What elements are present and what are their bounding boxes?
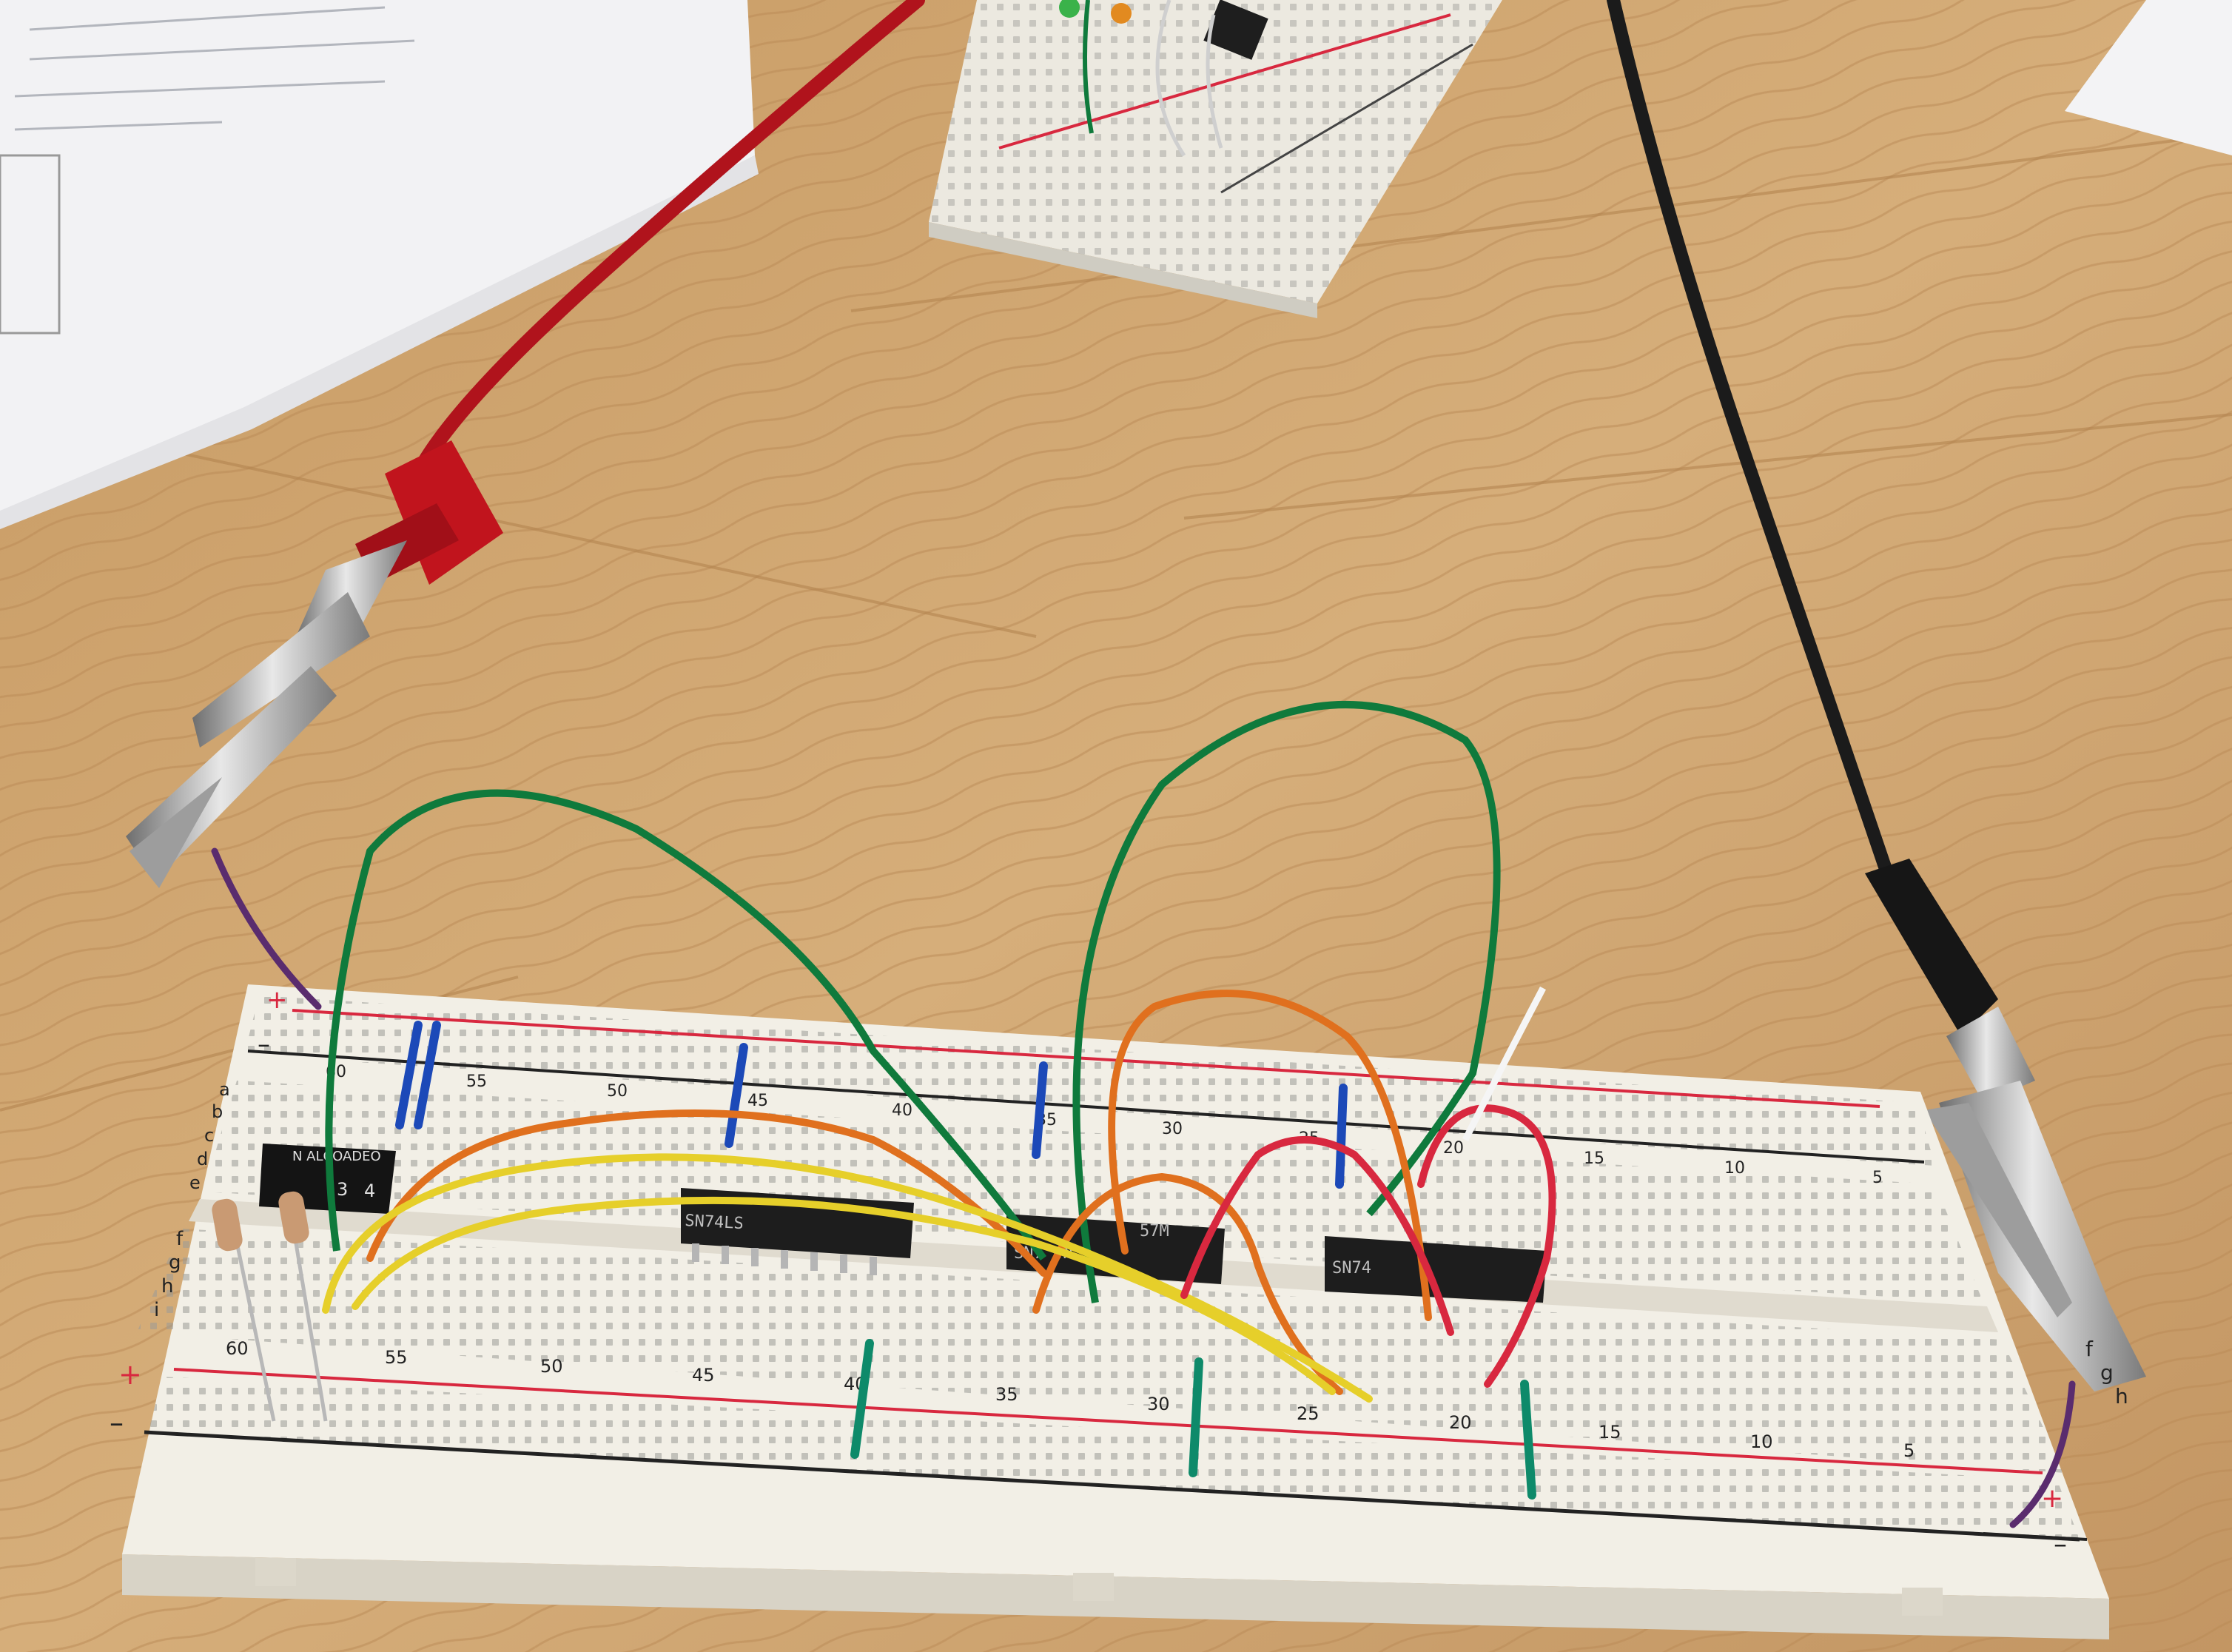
row-letter: i [154,1299,159,1321]
white-wire [1462,986,1546,1142]
column-number: 55 [466,1072,487,1091]
red-probe [126,0,925,888]
row-letter: f [176,1228,184,1250]
column-number: 55 [385,1347,408,1368]
top-power-rail [244,995,1935,1166]
column-number: 20 [1443,1139,1464,1158]
row-letter: f [2085,1337,2094,1361]
column-number: 25 [1297,1403,1320,1424]
chip-1-marking: SN74LS [685,1212,744,1233]
column-number: 5 [1903,1440,1915,1461]
column-number: 15 [1584,1149,1604,1168]
column-number: 50 [607,1082,628,1101]
main-breadboard: + – + – + – a b c d e f g h f g h i 60 5… [110,984,2128,1639]
red-wires [1180,1104,1556,1388]
column-number: 30 [1147,1394,1170,1414]
green-wire-right [1072,701,1501,1303]
column-number: 10 [1750,1431,1773,1452]
green-wire-left [325,789,1047,1260]
row-letters-top: a b c d e [189,1079,230,1193]
column-number: 45 [692,1365,715,1386]
dip-switch-number-3: 3 [337,1179,348,1200]
column-number: 20 [1449,1412,1472,1433]
purple-wires [211,847,2076,1528]
row-letter: e [189,1172,201,1193]
yellow-wires [322,1153,1373,1403]
bottom-rail-minus-label: – [110,1406,124,1439]
blue-jumpers [395,1021,1348,1189]
background-breadboard [929,0,1502,318]
orange-wires [366,990,1432,1395]
bottom-rail-plus-label: + [118,1358,142,1391]
resistors [212,1191,328,1422]
top-rail-plus-label: + [266,985,288,1015]
teal-jumpers [850,1339,1536,1500]
row-letter: g [2100,1360,2114,1385]
column-number: 30 [1162,1120,1183,1138]
upper-terminal-strip [204,1081,1983,1303]
column-number: 35 [995,1384,1018,1405]
chip-3-marking: SN74 [1332,1259,1371,1277]
column-number: 50 [540,1356,563,1377]
row-letter: b [212,1101,223,1122]
paper-corner [2065,0,2232,155]
row-letter: h [2115,1384,2128,1408]
row-letters-right: f g h [2085,1337,2128,1408]
column-number: 10 [1724,1159,1745,1178]
black-probe [1607,0,2146,1391]
top-rail-minus-label: – [258,1030,270,1059]
row-letter: d [197,1149,208,1169]
column-number: 45 [747,1092,768,1110]
lower-terminal-strip [137,1229,2065,1473]
chip-2-marking-1: 57M [1140,1222,1169,1240]
row-letter: g [169,1252,181,1274]
dip-switch-marking: N ALCOADEO [292,1149,381,1164]
bottom-right-minus-label: – [2054,1529,2067,1559]
row-letters-left: f g h i [154,1228,184,1321]
dip-switch-number-4: 4 [364,1181,375,1201]
bottom-power-rail [148,1377,2080,1539]
column-number: 60 [226,1338,249,1359]
chip-3: SN74 [1325,1236,1547,1303]
column-number: 5 [1872,1169,1883,1187]
column-number: 40 [892,1101,912,1120]
paper-sheet [0,0,759,529]
row-letter: h [161,1275,173,1297]
row-letter: c [204,1125,214,1146]
column-number: 15 [1599,1422,1621,1443]
row-letter: a [219,1079,230,1100]
column-numbers-bottom: 60 55 50 45 40 35 30 25 20 15 10 5 [226,1338,1915,1461]
